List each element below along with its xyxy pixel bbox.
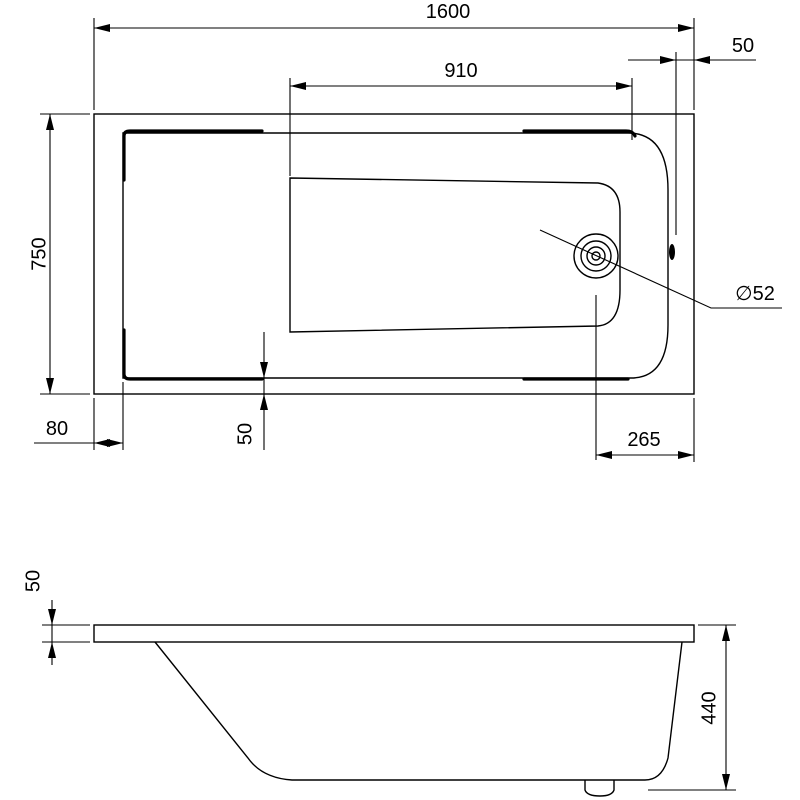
- side-drain: [584, 780, 615, 797]
- height-label: 440: [698, 691, 720, 724]
- drain-leader-line: [539, 229, 782, 309]
- drain-icon: [573, 233, 619, 279]
- side-rim: [93, 624, 695, 643]
- dim-overall-length: 1600: [93, 1, 695, 110]
- side-view: [93, 624, 695, 797]
- dim-rim-thickness: 50: [22, 570, 90, 665]
- drain-diameter-label: ∅52: [735, 283, 775, 305]
- side-basin-outline: [154, 641, 683, 781]
- outer-rim-outline: [93, 113, 695, 395]
- dim-rim-end: 50: [628, 35, 756, 235]
- basin-floor-outline: [289, 177, 621, 333]
- inner-margin-label: 50: [234, 423, 256, 445]
- rim-thickness-label: 50: [22, 570, 44, 592]
- rim-side-label: 80: [46, 418, 68, 440]
- overflow-hole-icon: [669, 244, 675, 260]
- overall-length-label: 1600: [426, 1, 471, 23]
- drain-offset-label: 265: [627, 429, 660, 451]
- dim-width: 750: [28, 113, 90, 395]
- dim-inner-margin: 50: [234, 332, 268, 450]
- dim-rim-side: 80: [34, 382, 124, 450]
- seat-length-label: 910: [444, 60, 477, 82]
- basin-corner-marks: [122, 129, 637, 381]
- rim-end-label: 50: [732, 35, 754, 57]
- dim-drain-offset: 265: [596, 398, 695, 462]
- width-label: 750: [28, 237, 50, 270]
- inner-basin-outline: [122, 132, 669, 379]
- dim-seat-length: 910: [289, 60, 633, 176]
- top-view: [93, 113, 782, 460]
- dim-height: 440: [648, 624, 736, 791]
